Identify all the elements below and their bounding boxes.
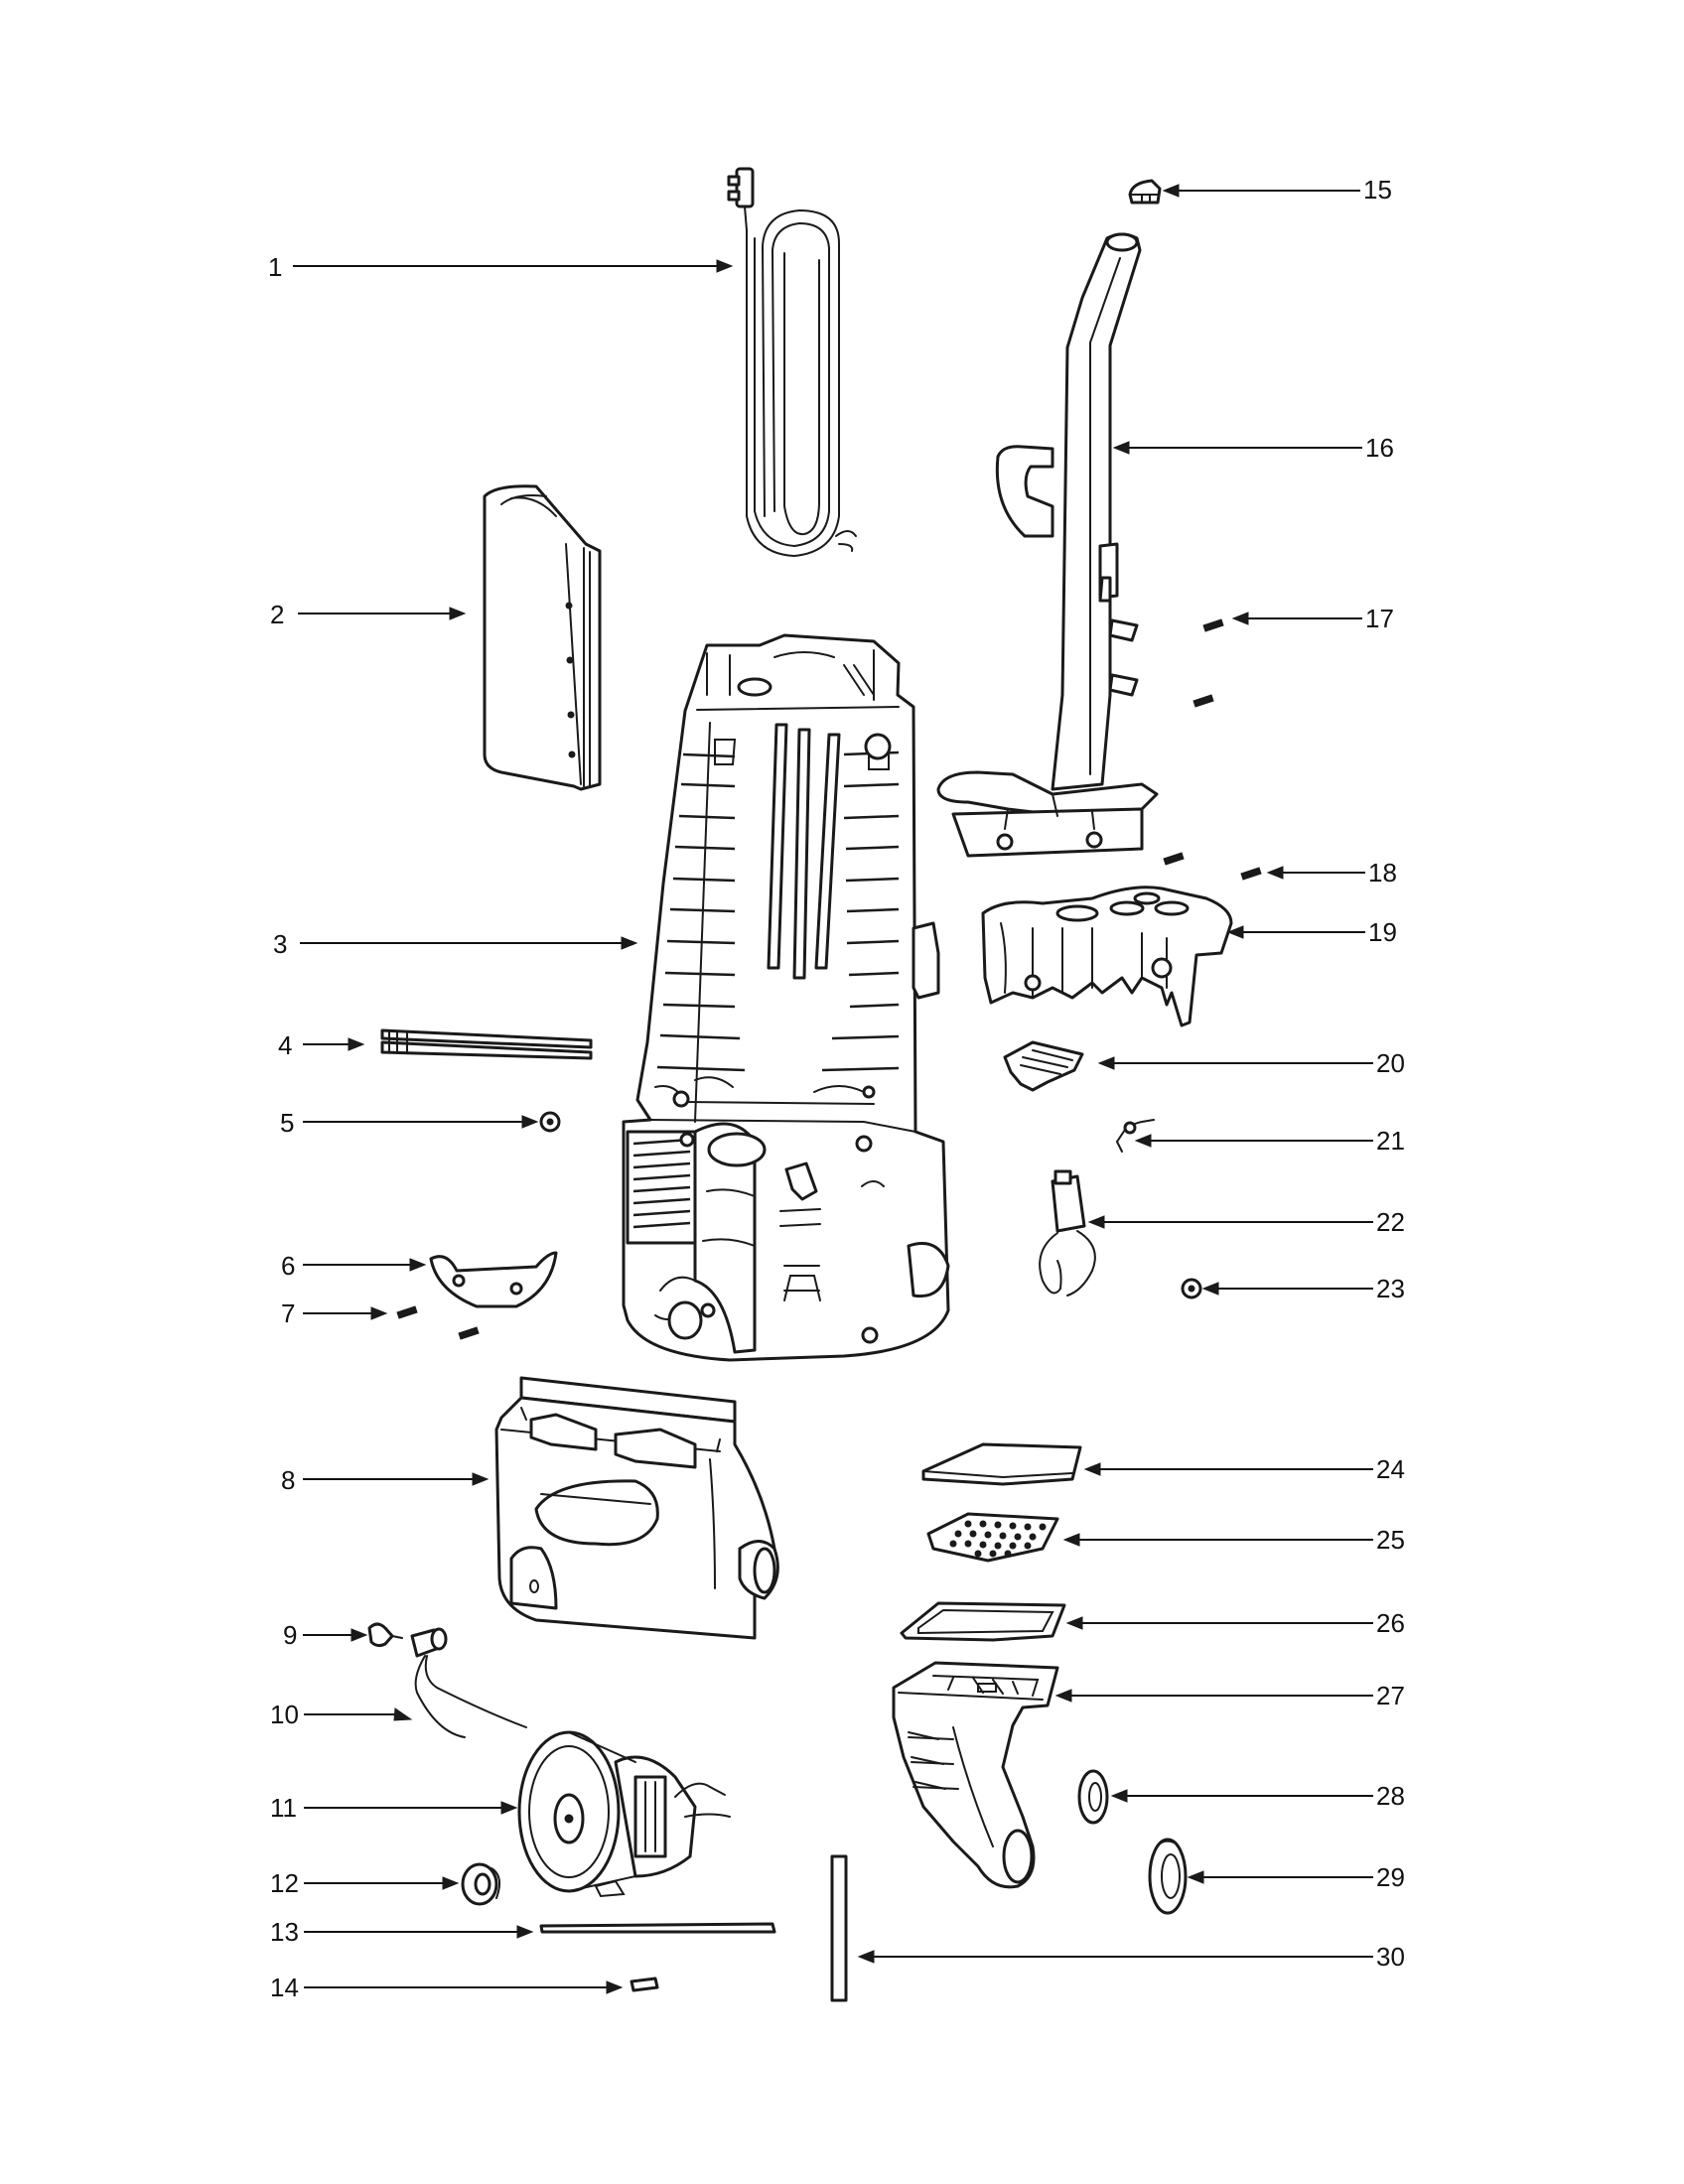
callout-label-29: 29: [1376, 1862, 1405, 1892]
arrowhead-10: [393, 1707, 413, 1721]
arrowhead-9: [351, 1628, 368, 1642]
callout-label-14: 14: [270, 1973, 299, 2002]
arrowhead-20: [1097, 1056, 1115, 1070]
arrowhead-19: [1226, 925, 1244, 939]
filter-frame-drawing: [900, 1601, 1066, 1642]
callout-label-19: 19: [1368, 917, 1397, 947]
nut-5-drawing: [539, 1111, 561, 1133]
arrowhead-5: [521, 1115, 539, 1129]
callout-label-3: 3: [273, 929, 287, 959]
bearing-drawing: [461, 1862, 501, 1906]
callout-label-23: 23: [1376, 1274, 1405, 1303]
housing-drawing: [622, 633, 950, 1362]
handle-base-drawing: [981, 886, 1233, 1027]
handle-drawing: [936, 232, 1159, 858]
washer-drawing: [1077, 1769, 1109, 1825]
callout-label-8: 8: [281, 1465, 295, 1495]
bracket-drawing: [429, 1251, 558, 1308]
callout-label-1: 1: [268, 252, 282, 282]
callout-label-24: 24: [1376, 1454, 1405, 1484]
rod-drawing: [830, 1854, 848, 2002]
callout-label-7: 7: [281, 1298, 295, 1328]
callout-label-30: 30: [1376, 1942, 1405, 1972]
switch-drawing: [1003, 1040, 1084, 1092]
cord-rod-drawing: [380, 1028, 593, 1060]
arrowhead-6: [409, 1258, 427, 1272]
callout-label-27: 27: [1376, 1681, 1405, 1710]
arrowhead-7: [370, 1306, 388, 1320]
callout-label-20: 20: [1376, 1048, 1405, 1078]
arrowhead-15: [1162, 184, 1180, 198]
nozzle-base-drawing: [892, 1661, 1059, 1889]
callout-label-22: 22: [1376, 1207, 1405, 1237]
callout-label-9: 9: [283, 1620, 297, 1650]
callout-label-4: 4: [278, 1030, 292, 1060]
screw-7-drawing: [396, 1305, 480, 1340]
spring-drawing: [1116, 1119, 1155, 1153]
arrowhead-16: [1112, 441, 1130, 455]
arrowhead-27: [1054, 1689, 1072, 1703]
motor-cover-drawing: [494, 1376, 779, 1640]
bulb-socket-wire-drawing: [410, 1627, 527, 1738]
callout-label-6: 6: [281, 1251, 295, 1281]
nut-23-drawing: [1181, 1278, 1202, 1299]
filter-screen-drawing: [926, 1512, 1059, 1563]
filter-pad-drawing: [921, 1442, 1082, 1486]
arrowhead-24: [1083, 1462, 1101, 1476]
callout-label-15: 15: [1363, 175, 1392, 205]
arrowhead-30: [857, 1950, 875, 1964]
arrowhead-18: [1266, 866, 1284, 880]
arrowhead-25: [1062, 1533, 1080, 1547]
arrowhead-12: [442, 1876, 460, 1890]
screw-18-drawing: [1163, 852, 1262, 881]
callout-label-16: 16: [1365, 433, 1394, 463]
seal-drawing: [1148, 1838, 1188, 1915]
arrowhead-3: [621, 936, 638, 950]
arrowhead-23: [1201, 1282, 1219, 1296]
callout-label-28: 28: [1376, 1781, 1405, 1811]
callout-label-18: 18: [1368, 858, 1397, 887]
arrowhead-26: [1065, 1616, 1083, 1630]
callout-label-5: 5: [280, 1108, 294, 1138]
arrowhead-1: [716, 259, 734, 273]
callout-label-17: 17: [1365, 604, 1394, 633]
callout-label-26: 26: [1376, 1608, 1405, 1638]
callout-labels: 1 2 3 4 5 6 7 8 9 10 11 12: [268, 175, 1405, 2002]
handle-grip-drawing: [1128, 179, 1162, 205]
arrowhead-13: [516, 1925, 534, 1939]
power-cord-drawing: [727, 167, 857, 558]
callout-label-11: 11: [270, 1793, 297, 1823]
callout-label-2: 2: [270, 600, 284, 629]
arrowhead-11: [500, 1801, 518, 1815]
bulb-drawing: [367, 1622, 403, 1648]
arrowhead-8: [472, 1472, 490, 1486]
arrowhead-4: [348, 1037, 365, 1051]
callout-label-21: 21: [1376, 1126, 1405, 1156]
bag-door-drawing: [483, 484, 602, 791]
callout-label-10: 10: [270, 1700, 299, 1729]
arrowhead-22: [1087, 1215, 1105, 1229]
arrowhead-28: [1110, 1789, 1128, 1803]
motor-drawing: [517, 1730, 731, 1898]
callout-label-12: 12: [270, 1868, 299, 1898]
arrowhead-17: [1231, 612, 1249, 625]
arrowhead-14: [606, 1980, 624, 1994]
arrowhead-2: [449, 607, 467, 620]
arrowhead-29: [1187, 1870, 1204, 1884]
switch-assembly-drawing: [1039, 1169, 1096, 1297]
belt-drawing: [539, 1922, 776, 1934]
callout-label-13: 13: [270, 1917, 299, 1947]
arrowhead-21: [1134, 1134, 1152, 1148]
screw-17-drawing: [1193, 618, 1224, 708]
callout-label-25: 25: [1376, 1525, 1405, 1555]
pin-drawing: [630, 1977, 659, 1992]
